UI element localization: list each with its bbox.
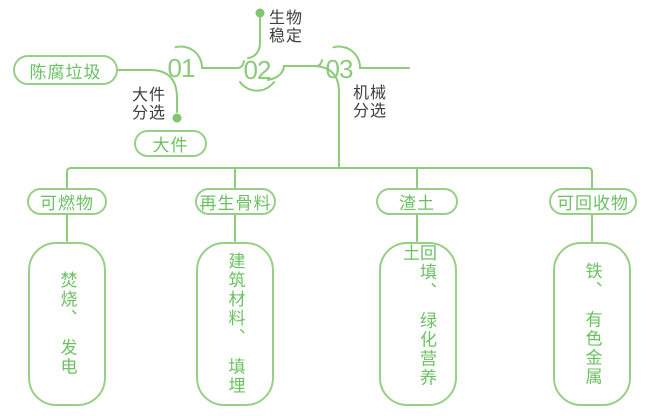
branch-pill-slag-soil: 渣土 [376, 188, 458, 215]
big-item-dot [172, 113, 182, 123]
line-source-to-step01 [117, 69, 178, 113]
step-02-number: 02 [243, 55, 272, 85]
result-box-combustible: 焚烧、 发电 [28, 242, 106, 406]
branch-pill-label: 可燃物 [40, 194, 94, 213]
result-text: 建筑材料、 填埋 [225, 252, 245, 396]
step-03-number: 03 [325, 54, 354, 84]
arc-step01 [174, 45, 245, 69]
big-item-pill: 大件 [134, 130, 207, 157]
bio-dot [255, 8, 265, 18]
result-text: 回填、 绿化营养土 [400, 244, 436, 388]
line-step02-to-step03 [267, 59, 323, 81]
line-step03-feed [313, 65, 340, 169]
result-text: 铁、 有色金属 [582, 261, 602, 387]
branch-pill-recyclables: 可回收物 [549, 188, 637, 215]
source-pill: 陈腐垃圾 [13, 55, 118, 85]
arc-step03 [332, 45, 410, 69]
branch-pill-label: 再生骨料 [199, 194, 272, 213]
tree-rail [66, 167, 593, 189]
branch-pill-label: 渣土 [399, 194, 435, 213]
branch-pill-recycled-aggregate: 再生骨料 [195, 188, 276, 215]
step-03-label: 机械 分选 [353, 85, 388, 120]
step-01-number: 01 [167, 53, 196, 83]
big-item-pill-label: 大件 [152, 136, 189, 155]
result-box-slag-soil: 回填、 绿化营养土 [379, 242, 457, 406]
line-bio-branch [247, 17, 261, 59]
step-01-label: 大件 分选 [132, 87, 167, 122]
branch-pill-label: 可回收物 [557, 194, 629, 213]
step-02-label: 生物 稳定 [269, 10, 304, 45]
result-box-recyclables: 铁、 有色金属 [553, 242, 631, 406]
arc-step02 [239, 81, 275, 92]
source-pill-label: 陈腐垃圾 [29, 62, 102, 82]
result-box-recycled-aggregate: 建筑材料、 填埋 [196, 242, 274, 406]
result-text: 焚烧、 发电 [57, 271, 77, 377]
branch-pill-combustible: 可燃物 [27, 188, 107, 215]
